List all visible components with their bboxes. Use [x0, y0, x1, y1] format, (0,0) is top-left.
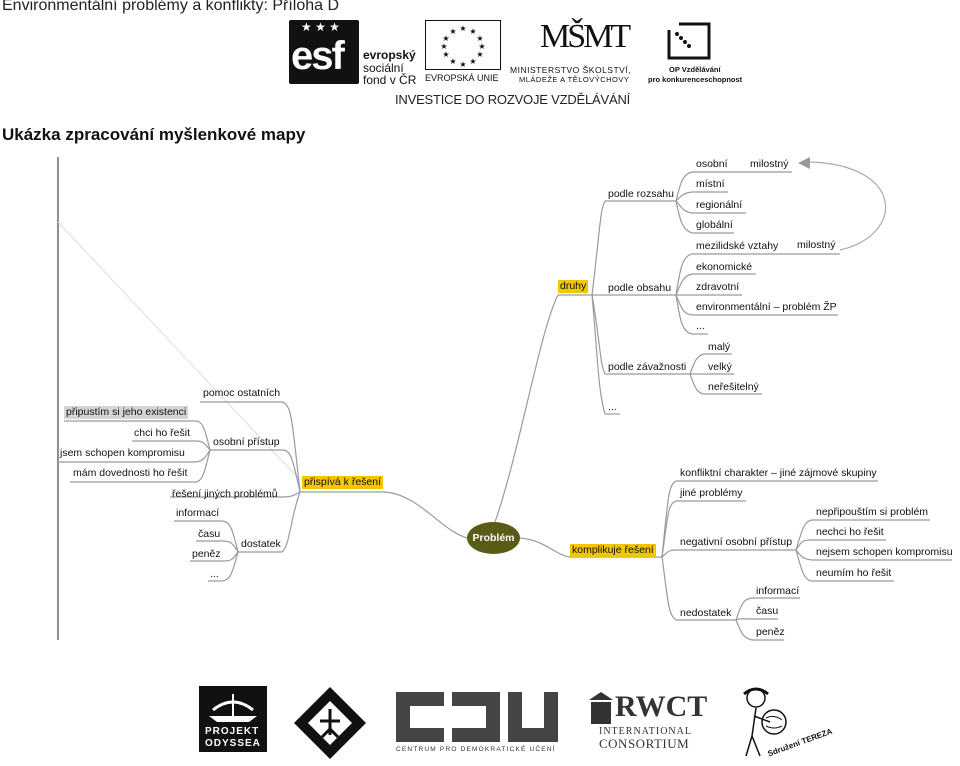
- svg-text:★: ★: [449, 27, 456, 36]
- leaf-neresitelny: neřešitelný: [708, 381, 759, 393]
- msmt-mark: MŠMT: [540, 18, 631, 55]
- rwct-line3: CONSORTIUM: [599, 736, 690, 751]
- node-osobni-pristup: osobní přístup: [213, 436, 280, 448]
- leaf-mistni: místní: [696, 178, 725, 190]
- node-podle-zavaznosti: podle závažnosti: [608, 361, 687, 373]
- node-druhy-more: ...: [608, 401, 617, 413]
- svg-text:★: ★: [459, 60, 466, 69]
- node-konfliktni-charakter: konfliktní charakter – jiné zájmové skup…: [680, 467, 877, 479]
- node-dostatek: dostatek: [241, 538, 281, 550]
- esf-line2: sociální: [363, 61, 404, 75]
- op-logo: OP Vzdělávání pro konkurenceschopnost: [645, 20, 743, 86]
- section-title: Ukázka zpracování myšlenkové mapy: [2, 125, 306, 144]
- rwct-building-icon: [589, 692, 613, 724]
- leaf-osobni: osobní: [696, 158, 728, 170]
- msmt-logo: MŠMT MINISTERSTVO ŠKOLSTVÍ, MLÁDEŽE A TĚ…: [510, 18, 645, 86]
- leaf-neumim: neumím ho řešit: [816, 567, 892, 579]
- tereza-figure-icon: [743, 687, 787, 757]
- esf-line1: evropský: [363, 48, 416, 62]
- cdu-mark-icon: [396, 692, 558, 742]
- document-title: Environmentální problémy a konflikty: Př…: [2, 0, 340, 14]
- leaf-jsem-schopen: jsem schopen kompromisu: [60, 447, 185, 459]
- node-negativni-pristup: negativní osobní přístup: [680, 536, 793, 548]
- odyssea-line2: ODYSSEA: [205, 738, 261, 749]
- leaf-osobni-milostny: milostný: [750, 158, 789, 170]
- leaf-ned-penez: peněz: [756, 626, 785, 638]
- leaf-dos-casu: času: [198, 528, 221, 540]
- svg-text:★: ★: [440, 42, 447, 51]
- node-prispiva-k-reseni: přispívá k řešení: [302, 476, 384, 489]
- op-line2: pro konkurenceschopnost: [648, 75, 743, 84]
- svg-text:★: ★: [469, 57, 476, 66]
- clovek-v-tisni-logo: ČLOVĚK V TÍSNI: [292, 661, 368, 761]
- cdu-logo: CENTRUM PRO DEMOKRATICKÉ UČENÍ: [396, 692, 562, 756]
- leaf-chci: chci ho řešit: [134, 427, 191, 439]
- leaf-nejsem-schopen: nejsem schopen kompromisu: [816, 546, 953, 558]
- node-druhy: druhy: [558, 280, 589, 293]
- svg-text:★: ★: [476, 50, 483, 59]
- leaf-mezilidske-milostny: milostný: [797, 239, 836, 251]
- rwct-line2: INTERNATIONAL: [599, 726, 692, 737]
- svg-text:★: ★: [476, 34, 483, 43]
- eu-logo: ★★★ ★★★ ★★★ ★★★ EVROPSKÁ UNIE: [424, 19, 505, 86]
- ship-icon: [209, 694, 257, 722]
- mindmap-root: Problém: [467, 522, 520, 554]
- leaf-environmentalni: environmentální – problém ŽP: [696, 301, 837, 313]
- svg-text:★: ★: [478, 42, 485, 51]
- svg-text:★: ★: [442, 34, 449, 43]
- banner-tagline: INVESTICE DO ROZVOJE VZDĚLÁVÁNÍ: [395, 92, 631, 107]
- leaf-nechci: nechci ho řešit: [816, 526, 884, 538]
- leaf-pripustim: připustím si jeho existenci: [64, 406, 189, 419]
- node-pomoc-ostatnich: pomoc ostatních: [203, 387, 281, 399]
- node-podle-rozsahu: podle rozsahu: [608, 188, 674, 200]
- odyssea-logo: PROJEKT ODYSSEA: [199, 686, 267, 752]
- svg-text:★: ★: [449, 57, 456, 66]
- rwct-logo: RWCT INTERNATIONAL CONSORTIUM: [589, 690, 714, 752]
- leaf-velky: velký: [708, 361, 732, 373]
- leaf-dos-more: ...: [210, 568, 219, 580]
- leaf-dos-penez: peněz: [192, 548, 221, 560]
- op-line1: OP Vzdělávání: [669, 65, 721, 74]
- esf-stars-icon: ★ ★ ★: [301, 20, 340, 34]
- leaf-dos-informaci: informací: [176, 507, 220, 519]
- node-podle-obsahu: podle obsahu: [608, 282, 672, 294]
- arrowhead-icon: [798, 157, 810, 169]
- node-komplikuje-reseni: komplikuje řešení: [570, 544, 656, 557]
- leaf-obsah-more: ...: [696, 320, 705, 332]
- leaf-ned-casu: času: [756, 605, 779, 617]
- leaf-ned-informaci: informací: [756, 585, 800, 597]
- cdu-caption: CENTRUM PRO DEMOKRATICKÉ UČENÍ: [396, 746, 556, 753]
- eu-caption: EVROPSKÁ UNIE: [425, 73, 499, 83]
- leaf-nepripoustim: nepřipouštím si problém: [816, 506, 929, 518]
- leaf-regionalni: regionální: [696, 199, 743, 211]
- leaf-mezilidske-vztahy: mezilidské vztahy: [696, 240, 779, 252]
- svg-text:★: ★: [459, 24, 466, 33]
- leaf-ekonomicke: ekonomické: [696, 261, 753, 273]
- node-jine-problemy: jiné problémy: [680, 487, 743, 499]
- esf-logo: esf ★ ★ ★ evropský sociální fond v ČR: [289, 20, 419, 87]
- node-nedostatek: nedostatek: [680, 607, 732, 619]
- node-reseni-jinych: řešení jiných problémů: [172, 488, 278, 500]
- svg-text:★: ★: [442, 50, 449, 59]
- msmt-line2: MLÁDEŽE A TĚLOVÝCHOVY: [519, 75, 630, 84]
- esf-line3: fond v ČR: [363, 73, 417, 87]
- clovek-diamond-icon: [294, 687, 366, 759]
- msmt-line1: MINISTERSTVO ŠKOLSTVÍ,: [510, 65, 632, 75]
- eu-flag-icon: ★★★ ★★★ ★★★ ★★★: [424, 19, 502, 71]
- esf-mark: esf: [291, 34, 345, 78]
- leaf-maly: malý: [708, 341, 731, 353]
- tereza-logo: Sdružení TEREZA: [736, 686, 834, 758]
- rwct-line1: RWCT: [615, 690, 708, 723]
- leaf-zdravotni: zdravotní: [696, 281, 740, 293]
- svg-text:★: ★: [469, 27, 476, 36]
- odyssea-line1: PROJEKT: [205, 726, 260, 737]
- op-mark-icon: [665, 20, 711, 60]
- leaf-mam-dovednosti: mám dovednosti ho řešit: [73, 467, 188, 479]
- leaf-globalni: globální: [696, 219, 733, 231]
